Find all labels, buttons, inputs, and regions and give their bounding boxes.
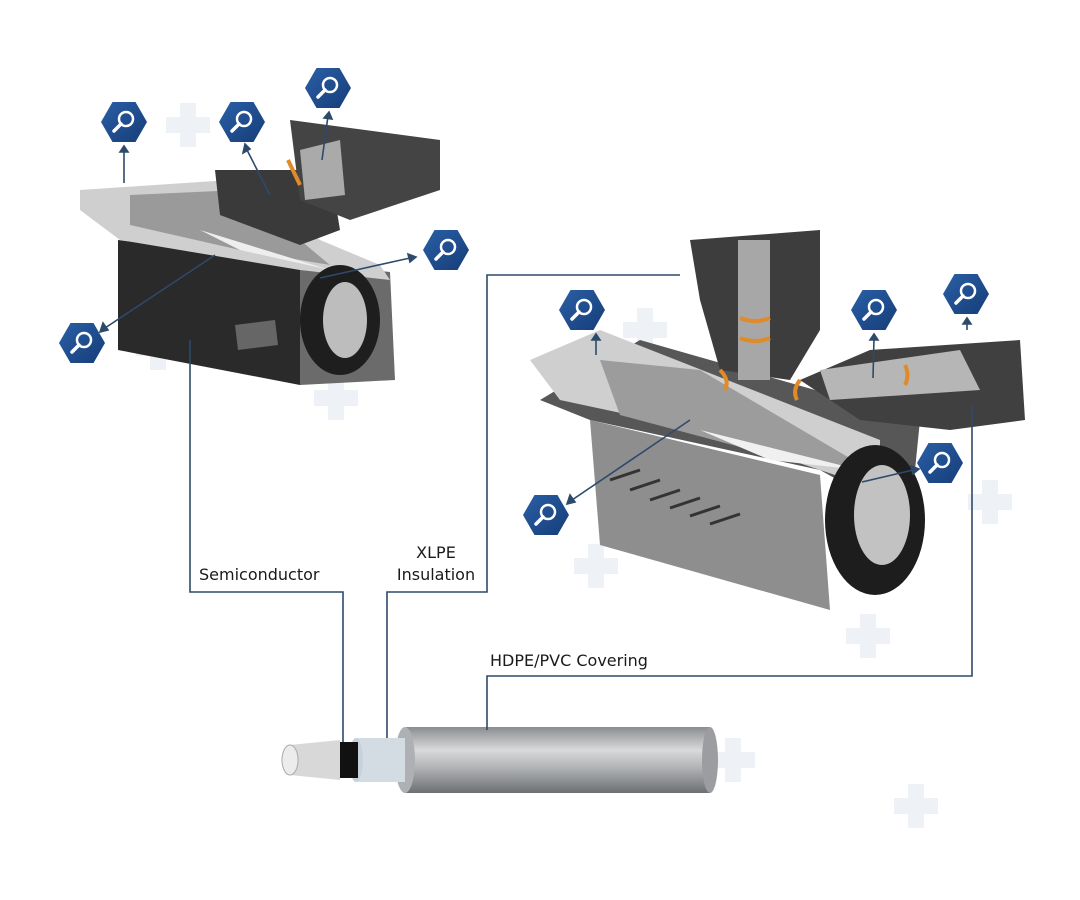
cable-cross-section <box>281 727 718 793</box>
zoom-hexagon-icon[interactable] <box>915 441 965 485</box>
pointer-arrows <box>98 110 973 506</box>
extruder-head-right <box>530 230 1025 610</box>
zoom-hexagon-icon[interactable] <box>421 228 471 272</box>
zoom-hexagon-icon[interactable] <box>521 493 571 537</box>
zoom-hexagon-icon[interactable] <box>303 66 353 110</box>
zoom-hexagon-icon[interactable] <box>557 288 607 332</box>
zoom-hexagon-icon[interactable] <box>849 288 899 332</box>
covering-label: HDPE/PVC Covering <box>490 651 648 670</box>
zoom-hexagon-icon[interactable] <box>99 100 149 144</box>
zoom-hexagon-icon[interactable] <box>941 272 991 316</box>
extruder-head-left <box>80 120 440 385</box>
callout-lines <box>189 274 973 742</box>
semiconductor-label: Semiconductor <box>199 565 320 584</box>
xlpe-label-line2: Insulation <box>396 565 476 584</box>
zoom-hexagon-icon[interactable] <box>217 100 267 144</box>
xlpe-insulation-label: XLPE Insulation <box>390 542 482 586</box>
xlpe-label-line1: XLPE <box>416 543 456 562</box>
zoom-hexagon-icon[interactable] <box>57 321 107 365</box>
